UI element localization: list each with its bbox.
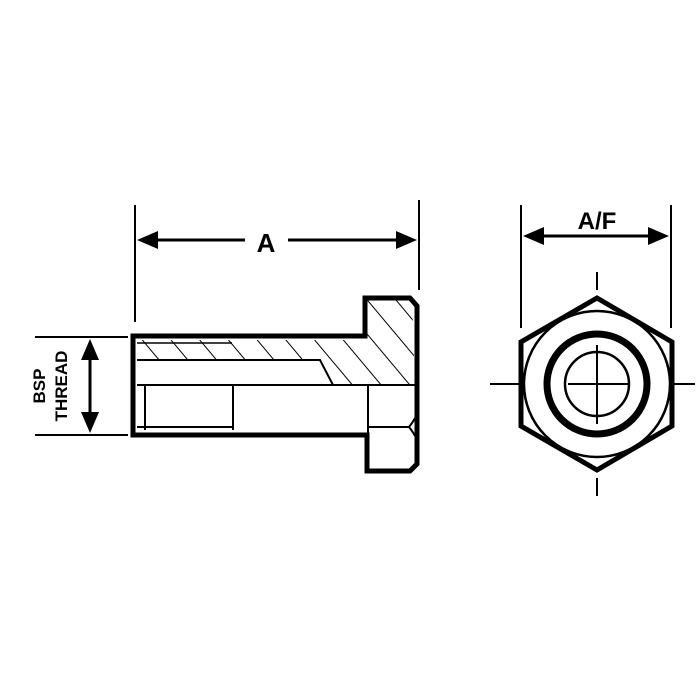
arrow-left-icon bbox=[523, 227, 544, 245]
arrow-right-icon bbox=[648, 227, 669, 245]
dimension-a-label: A bbox=[257, 228, 276, 258]
arrow-down-icon bbox=[81, 412, 99, 433]
thread-label-thread: THREAD bbox=[52, 351, 71, 422]
arrow-left-icon bbox=[137, 231, 158, 249]
dimension-af-label: A/F bbox=[578, 208, 617, 235]
hex-outline bbox=[518, 295, 675, 473]
bore-line bbox=[137, 359, 334, 386]
arrow-up-icon bbox=[81, 339, 99, 360]
dimension-thread bbox=[35, 336, 128, 436]
dimension-af bbox=[520, 205, 672, 328]
dimension-a bbox=[134, 200, 420, 322]
side-section-view bbox=[130, 295, 420, 474]
thread-ring bbox=[543, 330, 651, 438]
end-view bbox=[490, 272, 695, 496]
arrow-right-icon bbox=[396, 231, 417, 249]
thread-label-bsp: BSP bbox=[30, 369, 49, 404]
hatched-wall bbox=[137, 300, 415, 385]
hex-flat-line bbox=[368, 417, 416, 437]
